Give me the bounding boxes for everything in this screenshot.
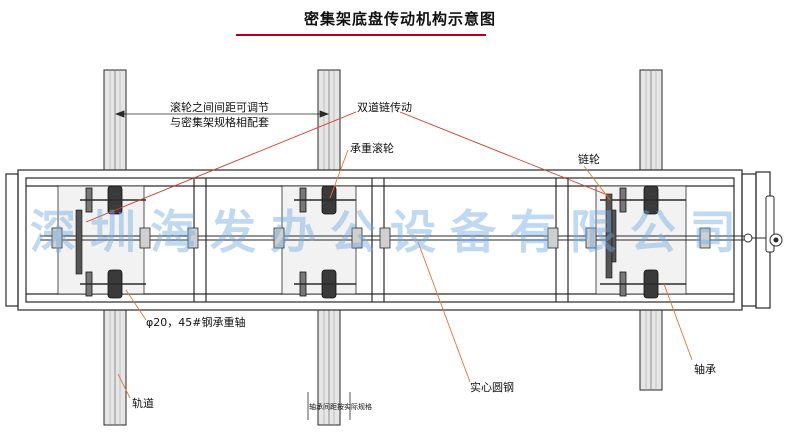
rail-spacing-bracket bbox=[307, 392, 351, 420]
label-bearing: 轴承 bbox=[694, 363, 716, 376]
solid-steel-shaft bbox=[40, 235, 744, 241]
roller-spacing-dimension bbox=[114, 110, 330, 118]
label-rail-spacing: 轴承间距按实际规格 bbox=[309, 403, 372, 411]
crank-handle-icon bbox=[743, 195, 783, 253]
label-sprocket: 链轮 bbox=[578, 153, 600, 166]
leader-sprocket bbox=[583, 165, 611, 201]
sprocket-assemblies bbox=[75, 193, 617, 279]
leader-shaft bbox=[125, 289, 147, 321]
leader-lines bbox=[85, 111, 693, 399]
leader-bearing bbox=[663, 283, 693, 361]
bearing-blocks bbox=[51, 227, 711, 249]
leader-double-chain-left bbox=[85, 111, 357, 223]
leader-double-chain-right bbox=[399, 111, 611, 197]
label-spacing-line1: 滚轮之间间距可调节 bbox=[170, 101, 269, 114]
label-shaft: φ20，45#钢承重轴 bbox=[146, 316, 246, 329]
leader-solid-steel bbox=[417, 241, 471, 383]
load-shafts bbox=[80, 199, 686, 285]
label-solid-steel: 实心圆钢 bbox=[470, 381, 514, 394]
leader-track bbox=[117, 373, 131, 399]
title-underline bbox=[236, 34, 486, 36]
label-spacing-line2: 与密集架规格相配套 bbox=[170, 116, 269, 129]
diagram-title: 密集架底盘传动机构示意图 bbox=[303, 10, 496, 28]
label-roller: 承重滚轮 bbox=[350, 142, 394, 155]
label-double-chain: 双道链传动 bbox=[357, 101, 412, 114]
leader-roller bbox=[329, 149, 349, 199]
label-track: 轨道 bbox=[132, 397, 154, 410]
end-cap-left bbox=[5, 173, 19, 307]
